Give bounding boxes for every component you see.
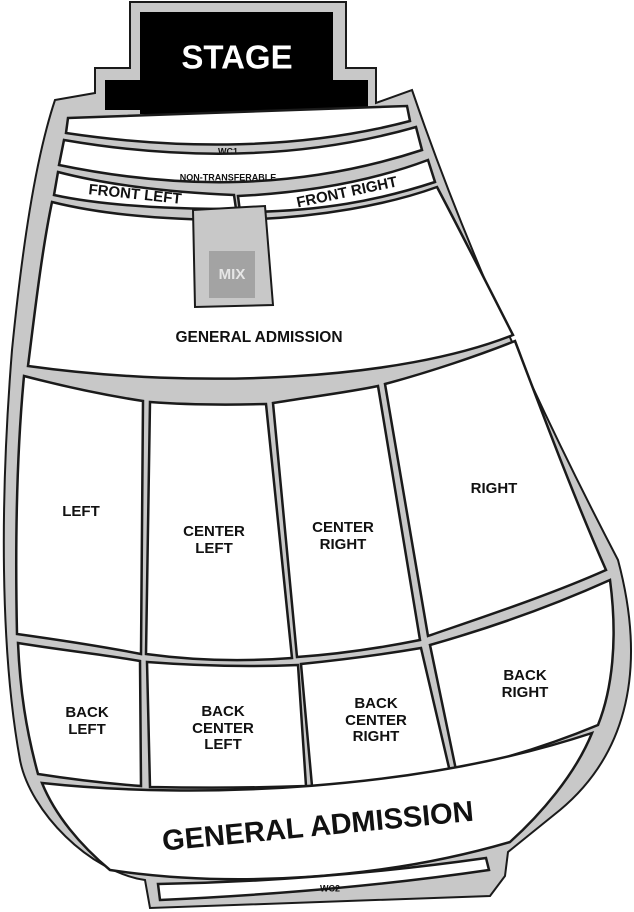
svg-text:BACK: BACK: [65, 704, 108, 721]
section-back-left[interactable]: BACK LEFT: [16, 641, 143, 788]
general-admission-front-label: GENERAL ADMISSION: [175, 329, 342, 346]
section-center-left[interactable]: CENTER LEFT: [144, 400, 294, 662]
section-wc1[interactable]: WC1: [64, 104, 412, 156]
section-right[interactable]: RIGHT: [383, 339, 608, 638]
back-center-left-label: BACK CENTER LEFT: [192, 703, 254, 753]
svg-text:LEFT: LEFT: [68, 721, 106, 738]
mix-position: MIX: [191, 204, 275, 309]
svg-text:RIGHT: RIGHT: [353, 728, 400, 745]
section-general-admission-back[interactable]: GENERAL ADMISSION: [40, 730, 595, 881]
section-wc2[interactable]: WC2: [156, 856, 491, 902]
svg-text:CENTER: CENTER: [183, 523, 245, 540]
section-center-right[interactable]: CENTER RIGHT: [271, 384, 422, 659]
section-back-right[interactable]: BACK RIGHT: [428, 578, 615, 772]
mix-label: MIX: [219, 266, 246, 283]
svg-text:BACK: BACK: [201, 703, 244, 720]
svg-text:LEFT: LEFT: [195, 540, 233, 557]
stage-label: STAGE: [181, 39, 292, 76]
svg-text:CENTER: CENTER: [312, 519, 374, 536]
stage-block: [105, 12, 368, 114]
section-left[interactable]: LEFT: [15, 374, 145, 656]
wc1-label: WC1: [218, 146, 238, 156]
non-transferable-label: NON-TRANSFERABLE: [180, 172, 277, 182]
section-back-center-left[interactable]: BACK CENTER LEFT: [145, 660, 308, 789]
left-label: LEFT: [62, 503, 100, 520]
section-non-transferable[interactable]: NON-TRANSFERABLE: [57, 125, 424, 184]
center-left-label: CENTER LEFT: [183, 523, 245, 557]
svg-text:BACK: BACK: [354, 695, 397, 712]
svg-text:BACK: BACK: [503, 667, 546, 684]
back-left-label: BACK LEFT: [65, 704, 108, 738]
stage: STAGE: [105, 12, 368, 114]
svg-text:CENTER: CENTER: [345, 712, 407, 729]
wc2-label: WC2: [320, 883, 340, 893]
center-right-label: CENTER RIGHT: [312, 519, 374, 553]
svg-text:LEFT: LEFT: [204, 736, 242, 753]
svg-text:RIGHT: RIGHT: [502, 684, 549, 701]
back-center-right-label: BACK CENTER RIGHT: [345, 695, 407, 745]
right-label: RIGHT: [471, 480, 518, 497]
svg-text:RIGHT: RIGHT: [320, 536, 367, 553]
svg-text:CENTER: CENTER: [192, 720, 254, 737]
back-right-label: BACK RIGHT: [502, 667, 549, 701]
